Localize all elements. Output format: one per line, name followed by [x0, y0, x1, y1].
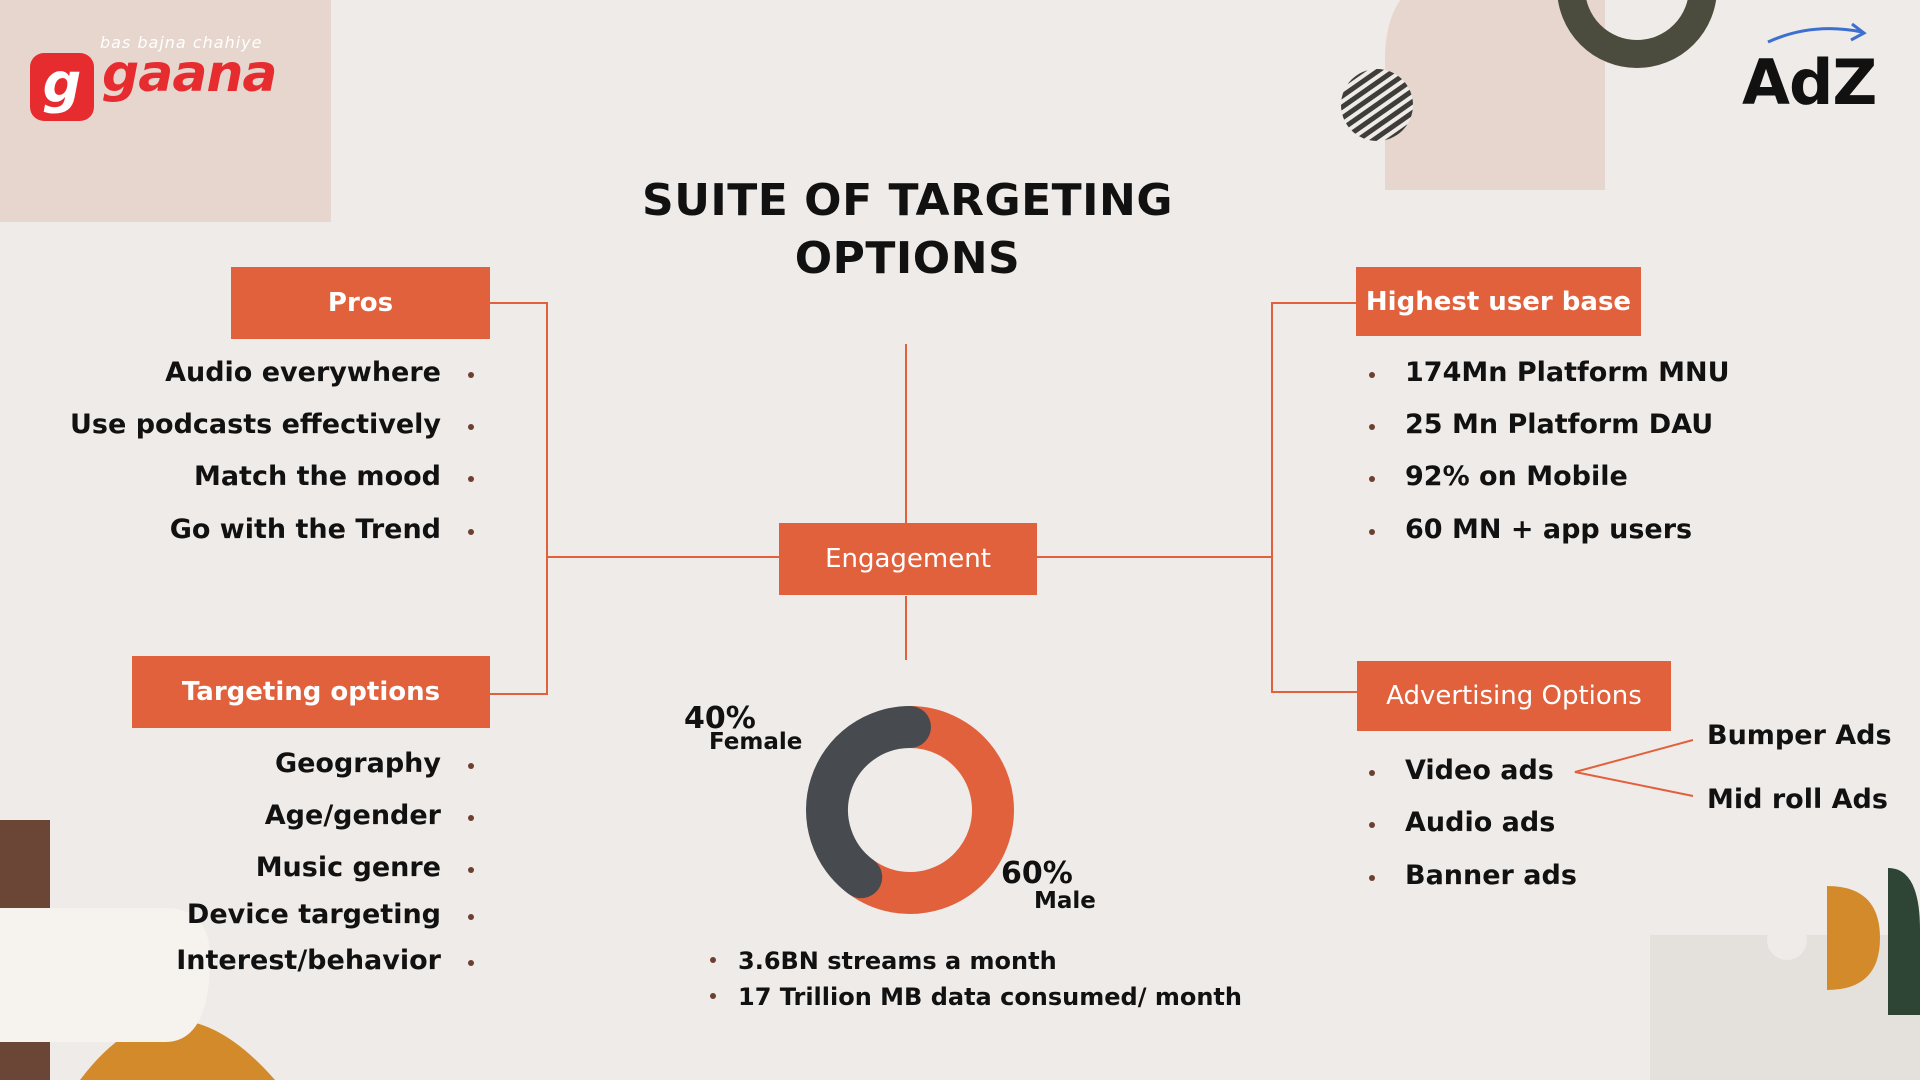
advertising-header: Advertising Options	[1357, 661, 1671, 731]
user-base-item: 60 MN + app users	[1369, 514, 1692, 545]
engagement-stat: 17 Trillion MB data consumed/ month	[710, 983, 1242, 1011]
female-percent-label: 40%	[684, 701, 756, 736]
targeting-item: Music genre	[255, 852, 475, 883]
targeting-header: Targeting options	[132, 656, 490, 728]
targeting-list: Geography Age/gender Music genre Device …	[60, 748, 475, 988]
user-base-header: Highest user base	[1356, 267, 1641, 336]
donut-slice-male	[840, 706, 1014, 914]
pros-list: Audio everywhere Use podcasts effectivel…	[60, 357, 475, 557]
pros-header: Pros	[231, 267, 490, 339]
user-base-item: 25 Mn Platform DAU	[1369, 409, 1713, 440]
engagement-stats-list: 3.6BN streams a month 17 Trillion MB dat…	[710, 947, 1270, 1017]
engagement-stat: 3.6BN streams a month	[710, 947, 1057, 975]
user-base-item: 174Mn Platform MNU	[1369, 357, 1730, 388]
targeting-item: Geography	[274, 748, 475, 779]
engagement-node: Engagement	[779, 523, 1037, 595]
targeting-item: Device targeting	[186, 899, 475, 930]
donut-slice-female	[806, 706, 931, 899]
gaana-tagline: bas bajna chahiye	[100, 33, 263, 52]
pros-item: Audio everywhere	[165, 357, 474, 388]
advertising-item: Video ads	[1369, 755, 1554, 786]
male-percent-label: 60%	[1001, 856, 1073, 891]
gaana-logo-icon: g	[30, 53, 94, 121]
advertising-item: Banner ads	[1369, 860, 1577, 891]
targeting-item: Interest/behavior	[176, 945, 474, 976]
gaana-logo-text: gaana	[102, 44, 278, 104]
mid-roll-ads-label: Mid roll Ads	[1707, 784, 1888, 815]
advertising-list: Video ads Audio ads Banner ads	[1369, 755, 1589, 905]
pros-item: Match the mood	[193, 461, 475, 492]
advertising-item: Audio ads	[1369, 807, 1555, 838]
female-category-label: Female	[709, 729, 803, 755]
adz-logo: AdZ	[1742, 46, 1877, 119]
gender-donut-chart	[806, 706, 1014, 914]
targeting-item: Age/gender	[264, 800, 475, 831]
pros-item: Go with the Trend	[169, 514, 475, 545]
pros-item: Use podcasts effectively	[69, 409, 475, 440]
male-category-label: Male	[1034, 888, 1096, 914]
user-base-item: 92% on Mobile	[1369, 461, 1628, 492]
user-base-list: 174Mn Platform MNU 25 Mn Platform DAU 92…	[1369, 357, 1789, 557]
bumper-ads-label: Bumper Ads	[1707, 720, 1892, 751]
page-title: SUITE OF TARGETING OPTIONS	[642, 175, 1173, 284]
